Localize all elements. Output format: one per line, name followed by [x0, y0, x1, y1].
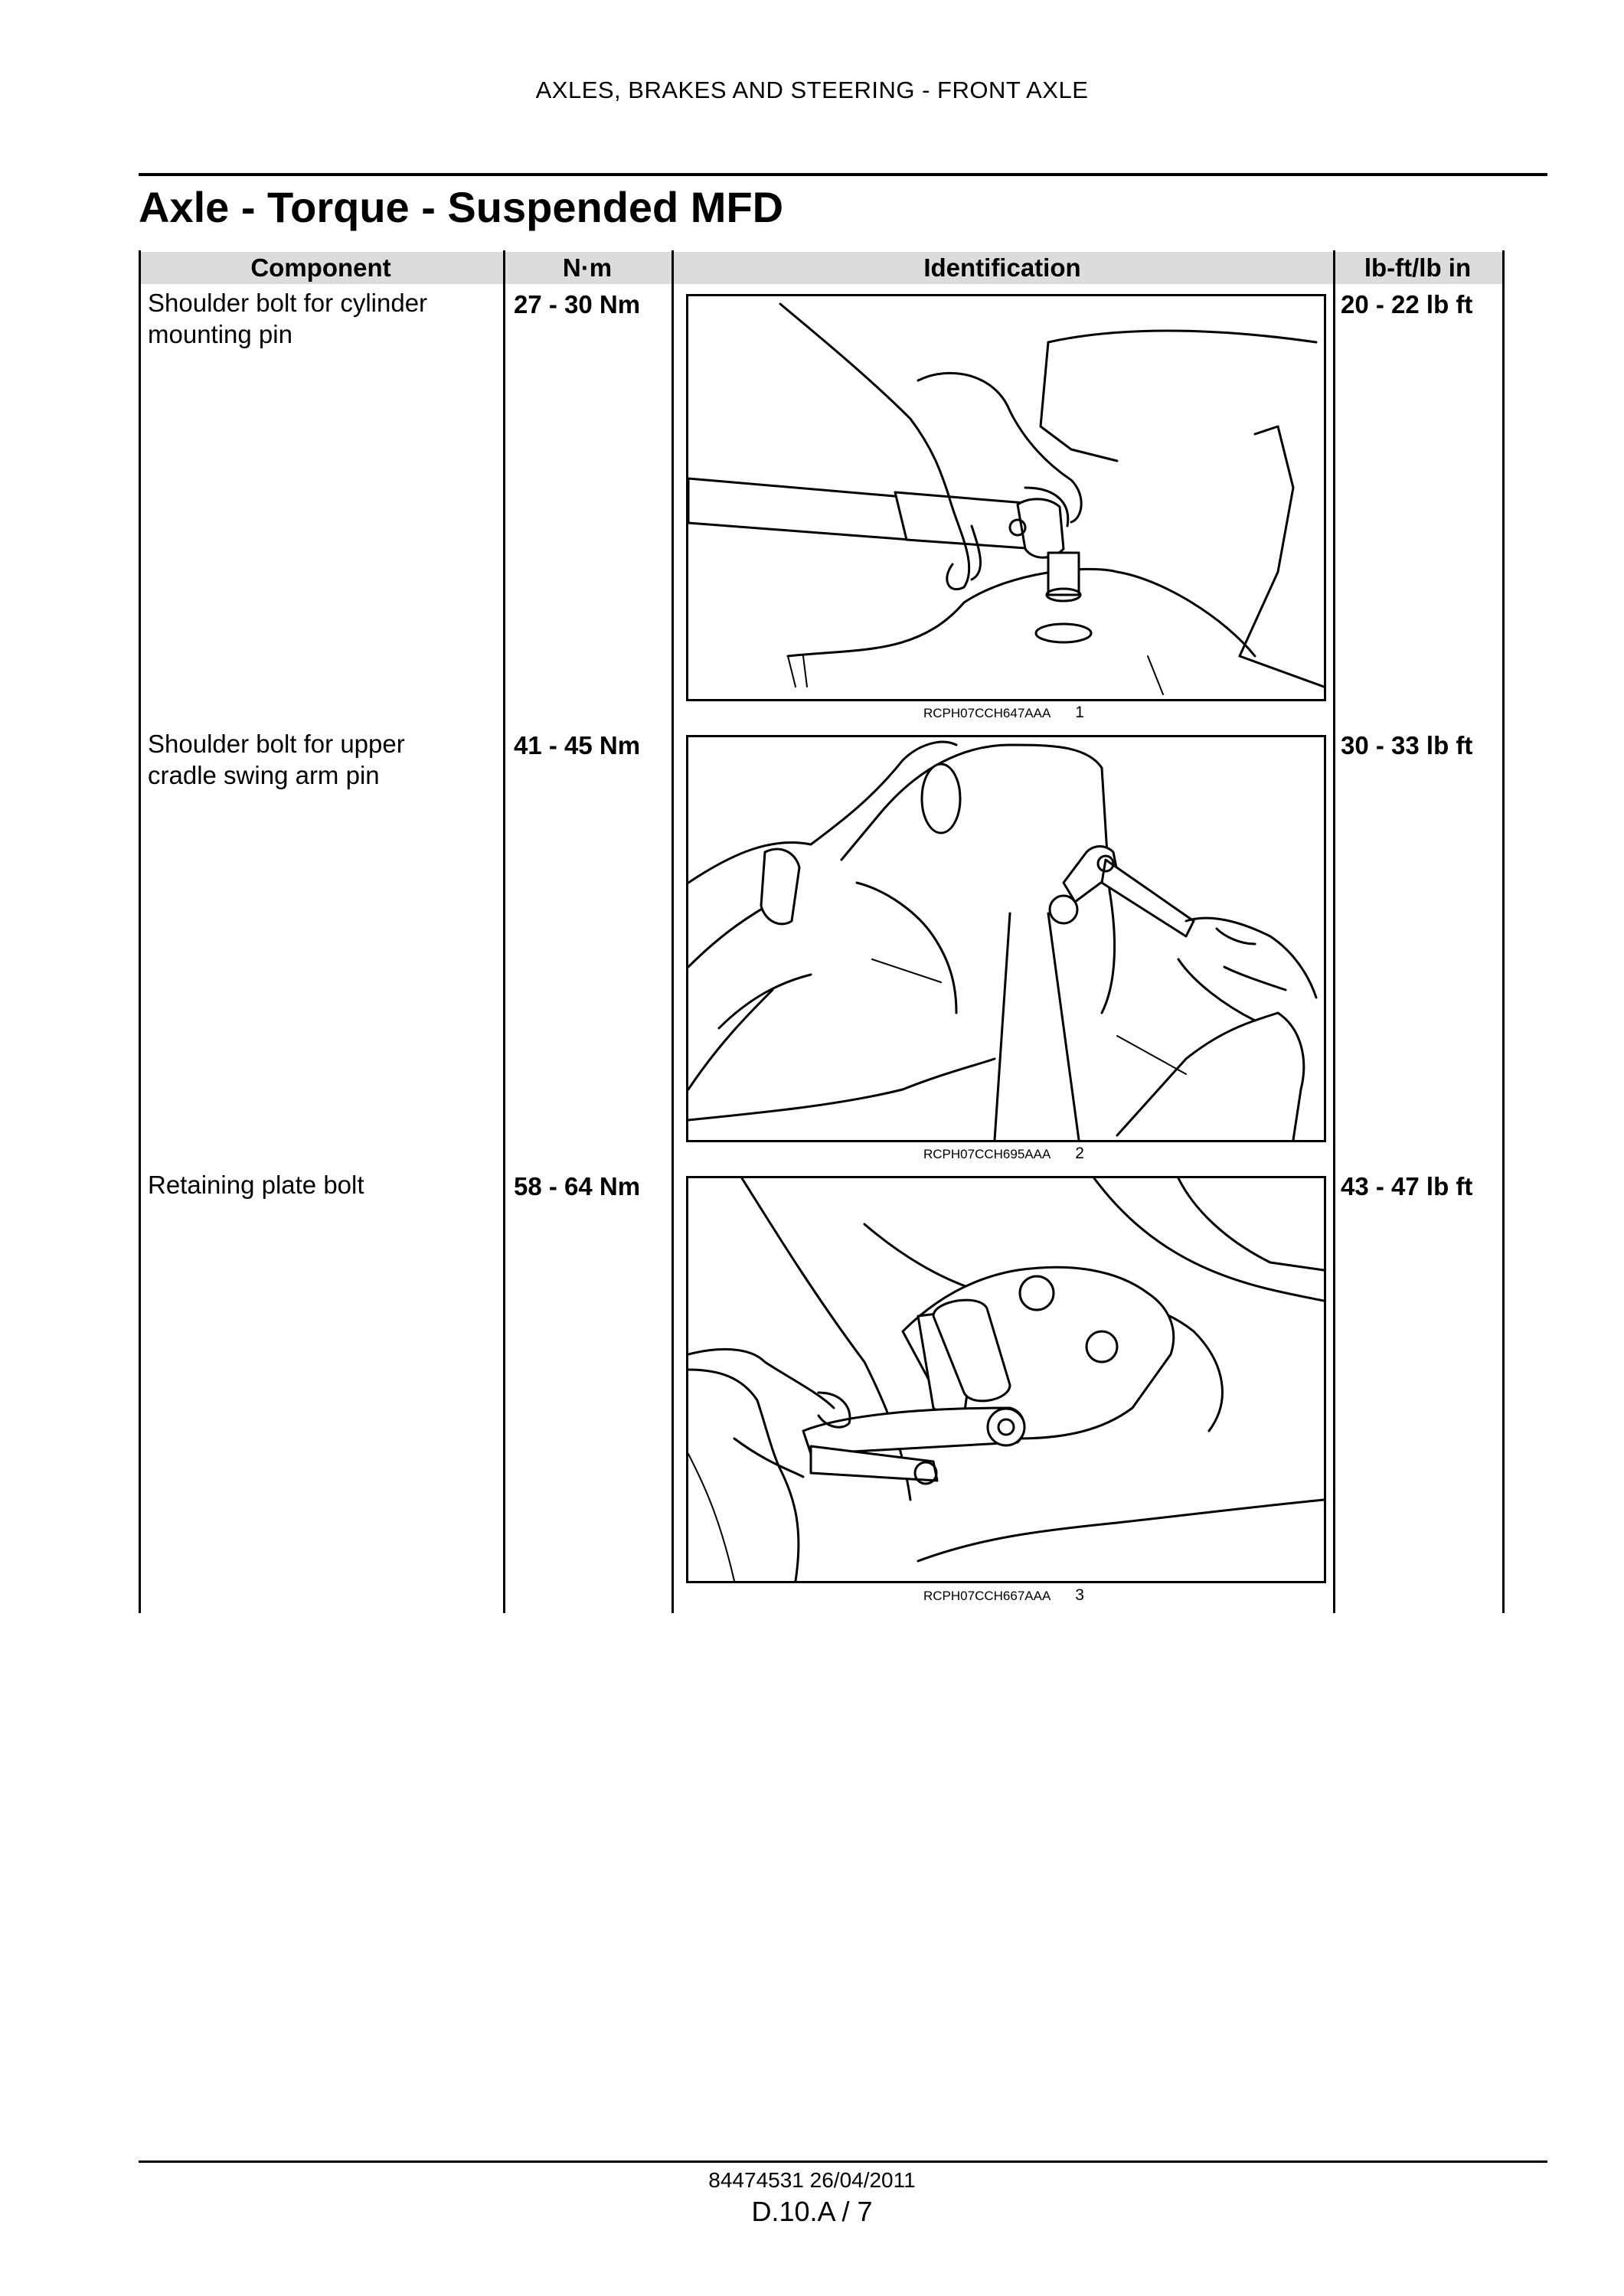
footer-doc-info: 84474531 26/04/2011 — [708, 2168, 916, 2192]
figure-3-retaining-plate-illustration — [686, 1176, 1326, 1583]
row-2-component: Shoulder bolt for upper cradle swing arm… — [148, 730, 405, 789]
figure-1-caption: RCPH07CCH647AAA 1 — [686, 704, 1322, 722]
figure-2-number: 2 — [1075, 1145, 1084, 1162]
row-1-nm: 27 - 30 Nm — [514, 290, 641, 318]
figure-3-caption: RCPH07CCH667AAA 3 — [686, 1586, 1322, 1605]
figure-2-ratchet-illustration — [686, 735, 1326, 1142]
page-title: Axle - Torque - Suspended MFD — [139, 183, 784, 231]
figure-1-torque-wrench-illustration — [686, 294, 1326, 701]
row-1-component: Shoulder bolt for cylinder mounting pin — [148, 289, 428, 348]
figure-2-caption: RCPH07CCH695AAA 2 — [686, 1145, 1322, 1163]
ratchet-icon — [688, 740, 1318, 1140]
figure-1-code: RCPH07CCH647AAA — [923, 706, 1051, 720]
column-header-component: Component — [250, 253, 391, 282]
header-rule — [139, 173, 1547, 176]
footer-rule — [139, 2160, 1547, 2163]
figure-3-number: 3 — [1075, 1586, 1084, 1604]
torque-wrench-icon — [688, 302, 1324, 695]
figure-3-code: RCPH07CCH667AAA — [923, 1589, 1051, 1603]
row-3-lbft: 43 - 47 lb ft — [1341, 1172, 1473, 1200]
table-divider-1 — [503, 250, 505, 1613]
figure-2-code: RCPH07CCH695AAA — [923, 1147, 1051, 1161]
row-3-component: Retaining plate bolt — [148, 1171, 364, 1199]
column-header-lbft: lb-ft/lb in — [1364, 253, 1472, 282]
table-divider-2 — [671, 250, 674, 1613]
table-header-band — [139, 252, 1505, 284]
table-border-left — [139, 250, 141, 1613]
footer-page-number: D.10.A / 7 — [751, 2196, 873, 2227]
column-header-identification: Identification — [923, 253, 1081, 282]
torque-table: Component N·m Identification lb-ft/lb in… — [139, 250, 1505, 1613]
column-header-nm: N·m — [562, 253, 613, 282]
retaining-plate-icon — [688, 1178, 1324, 1581]
table-divider-3 — [1333, 250, 1335, 1613]
row-1-lbft: 20 - 22 lb ft — [1341, 290, 1473, 318]
row-3-nm: 58 - 64 Nm — [514, 1172, 641, 1200]
running-header: AXLES, BRAKES AND STEERING - FRONT AXLE — [535, 77, 1089, 103]
row-2-lbft: 30 - 33 lb ft — [1341, 731, 1473, 759]
table-border-right — [1502, 250, 1505, 1613]
figure-1-number: 1 — [1075, 704, 1084, 721]
row-2-nm: 41 - 45 Nm — [514, 731, 641, 759]
